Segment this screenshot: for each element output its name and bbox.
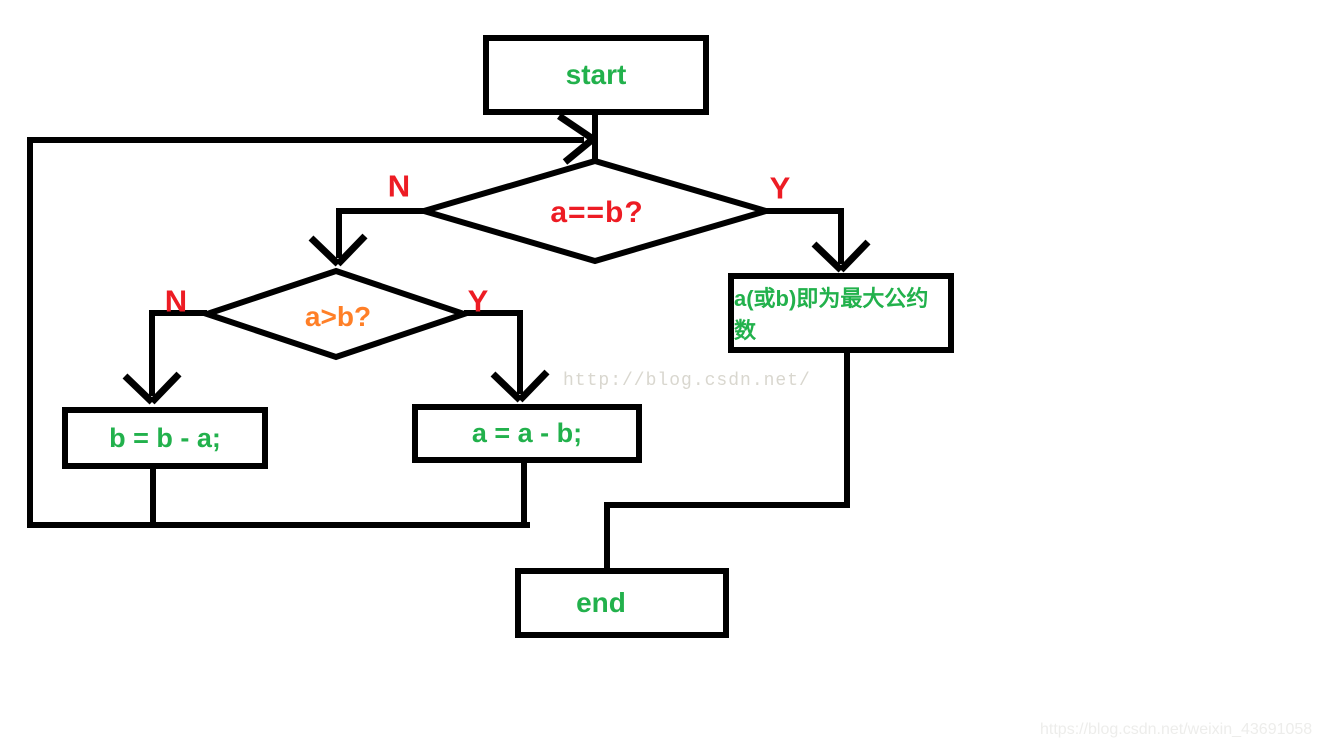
node-gcd-result: a(或b)即为最大公约数 [728, 273, 954, 353]
arrowhead-loop-right [557, 113, 596, 165]
edge-result-to-end [604, 352, 850, 568]
decision1-diamond-shape [413, 157, 777, 265]
branch-label-decision2-yes: Y [467, 283, 489, 319]
arrowhead-assign-a [490, 369, 550, 403]
decision2-diamond-shape [197, 267, 474, 361]
watermark-bottom-right: https://blog.csdn.net/weixin_43691058 [1040, 721, 1313, 738]
branch-label-decision1-no: N [387, 168, 411, 204]
node-end: end [515, 568, 729, 638]
node-end-label: end [576, 587, 626, 618]
decision2-condition-text: a>b? [304, 301, 372, 332]
decision1-condition-text: a==b? [550, 196, 644, 229]
node-assign-a-label: a = a - b; [471, 418, 583, 448]
arrowhead-decision2-top [308, 233, 368, 267]
branch-label-decision2-no: N [164, 283, 188, 319]
edge-decision2-yes [464, 310, 523, 394]
edge-decision1-no [336, 208, 424, 258]
edge-decision1-yes [766, 208, 844, 264]
node-start: start [483, 35, 709, 115]
arrowhead-assign-b [122, 371, 182, 405]
edge-decision2-no [149, 310, 207, 396]
node-assign-a: a = a - b; [412, 404, 642, 463]
arrowhead-gcd-result [811, 239, 871, 273]
edge-loop-back [27, 137, 584, 528]
node-gcd-result-label: a(或b)即为最大公约数 [734, 286, 929, 343]
branch-label-decision1-yes: Y [769, 170, 791, 206]
watermark-center: http://blog.csdn.net/ [563, 371, 811, 391]
node-assign-b: b = b - a; [62, 407, 268, 469]
node-assign-b-label: b = b - a; [109, 422, 221, 453]
node-start-label: start [565, 59, 627, 90]
